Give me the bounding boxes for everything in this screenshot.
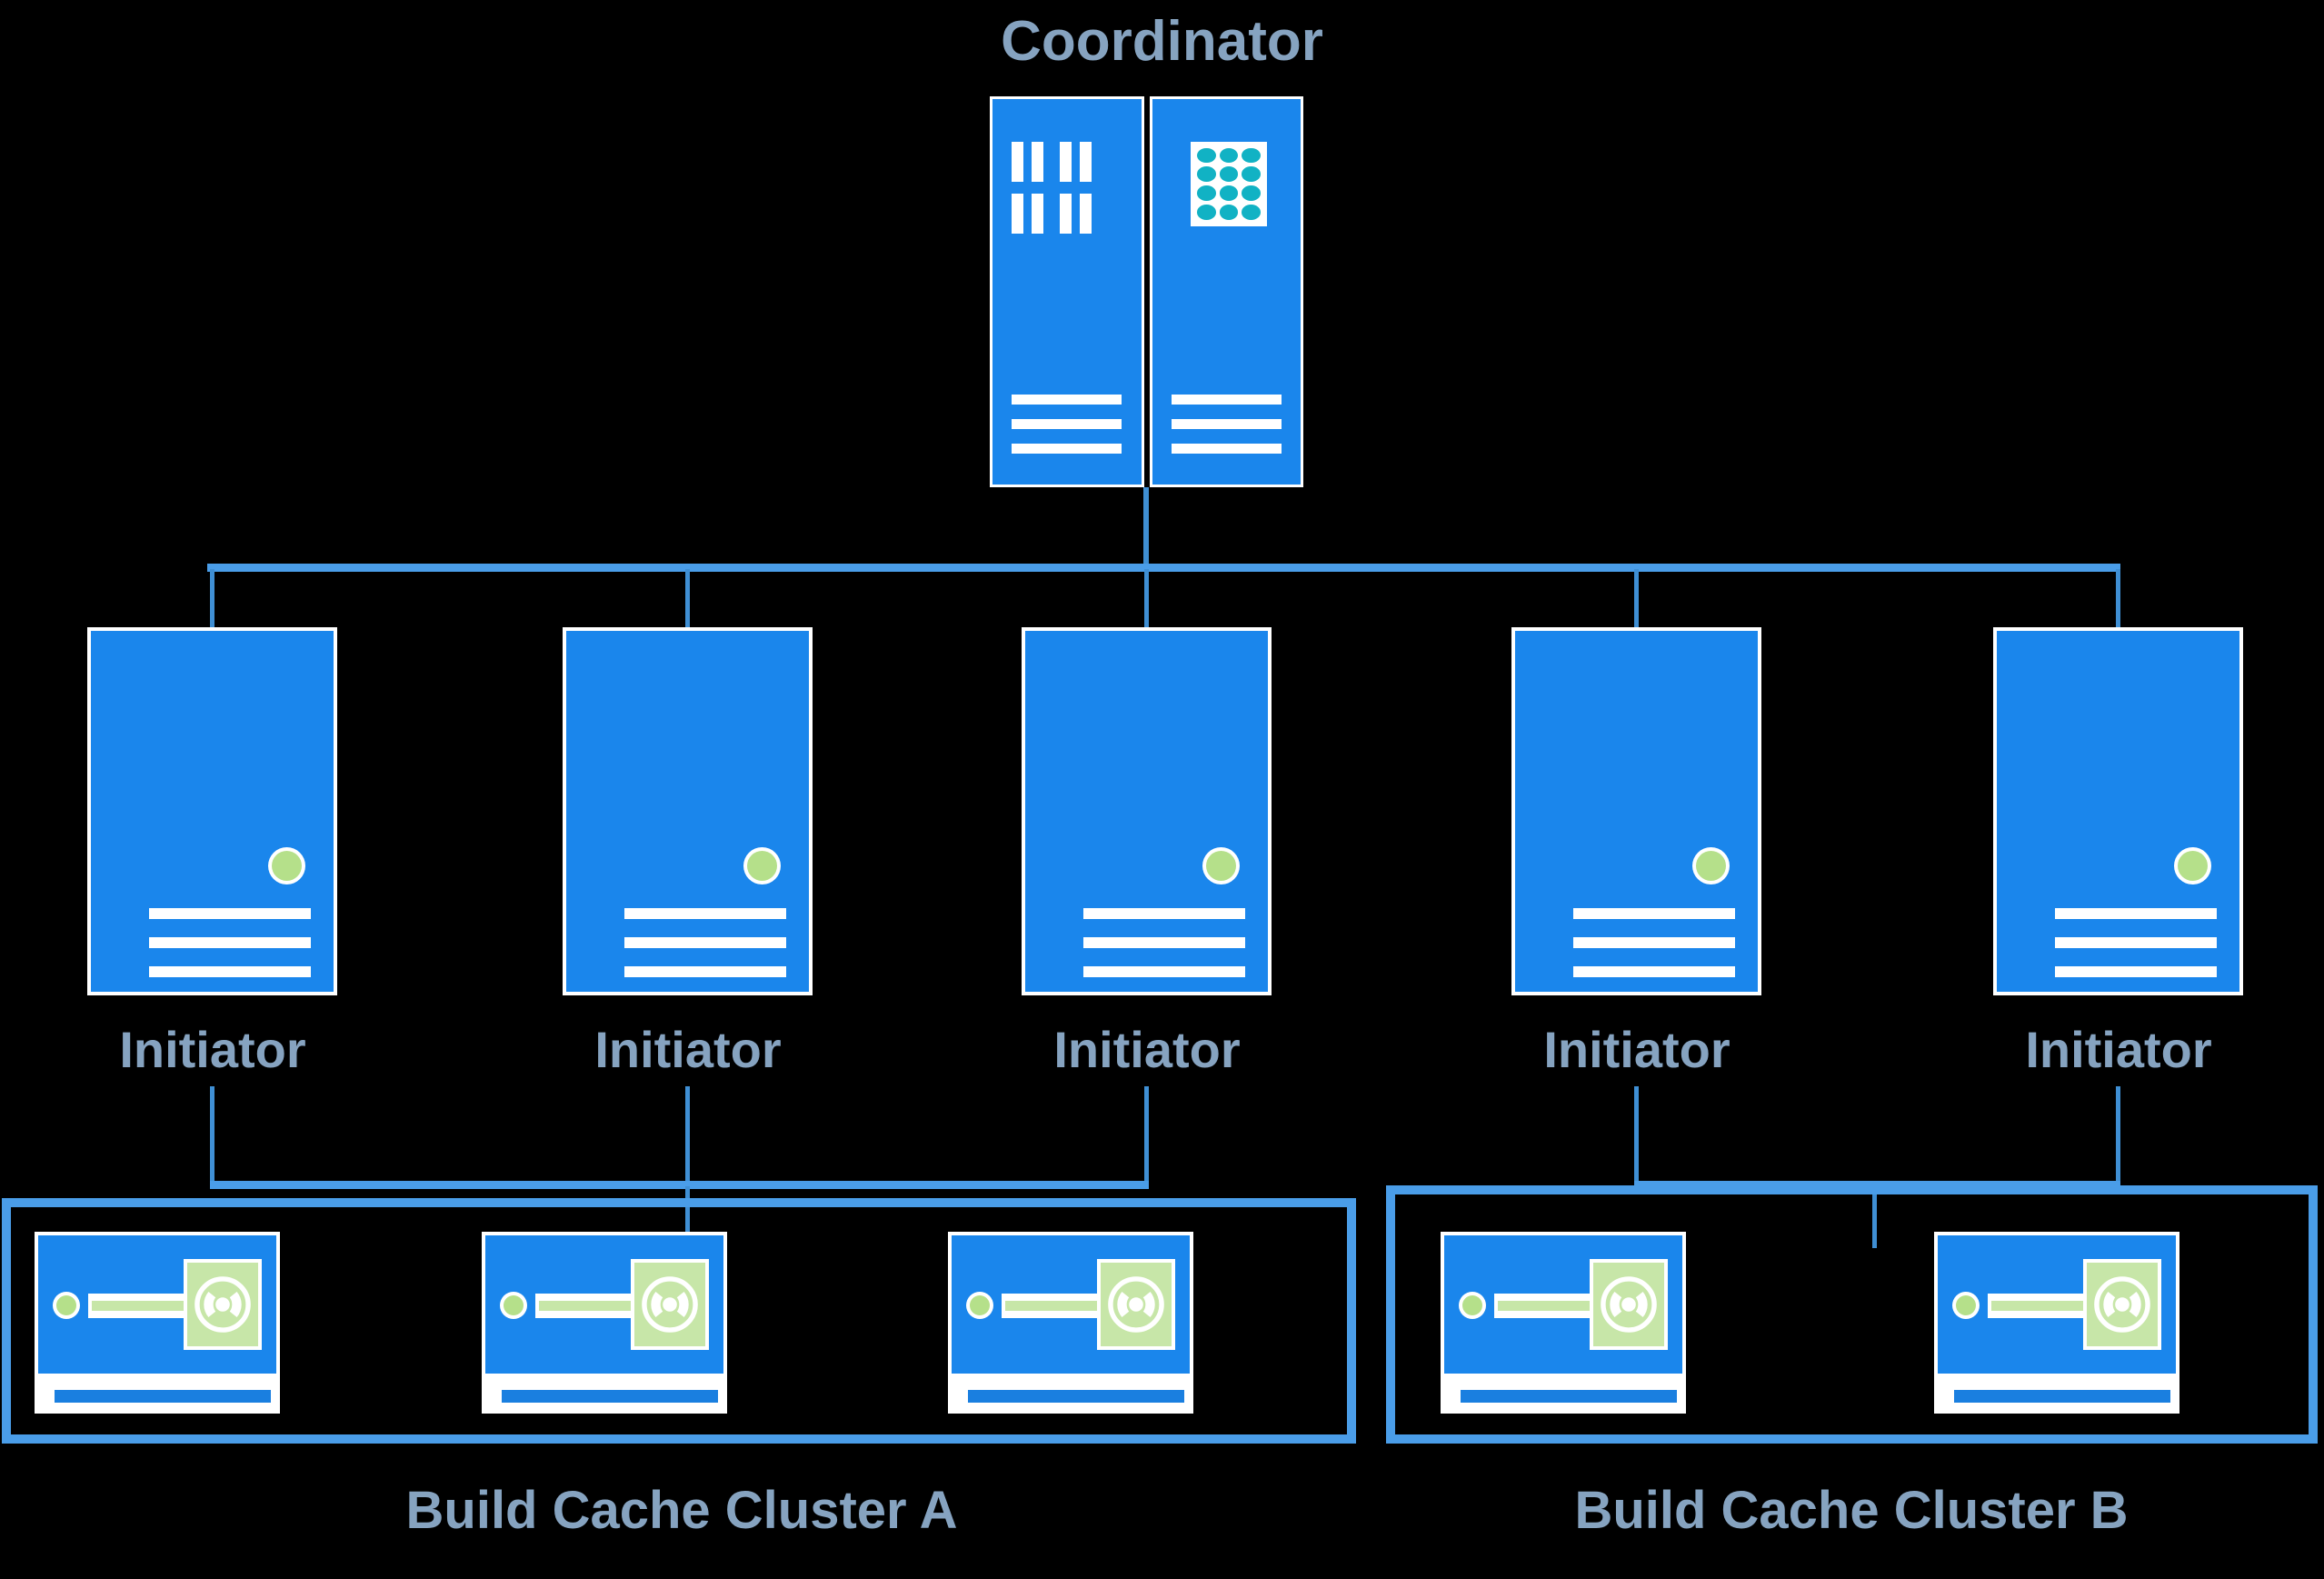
cache-base [948, 1377, 1193, 1414]
cache-device-b1 [1441, 1232, 1686, 1414]
status-dot-icon [2178, 851, 2208, 881]
coordinator-title: Coordinator [1001, 10, 1323, 73]
cache-bar-icon [88, 1294, 188, 1318]
disk-platter-icon [184, 1259, 262, 1350]
initiator-node-1 [87, 627, 337, 995]
build-cache-cluster-b-box [1386, 1185, 2318, 1444]
disk-platter-icon [1097, 1259, 1175, 1350]
cache-chassis [1441, 1232, 1686, 1377]
wire-drop-initiator-3 [1144, 569, 1149, 631]
disk-platter-icon [2083, 1259, 2161, 1350]
cache-device-b2 [1934, 1232, 2179, 1414]
cache-bar-icon [535, 1294, 635, 1318]
cache-bar-icon [1002, 1294, 1102, 1318]
wire-initiator-bus [207, 564, 2120, 572]
coordinator-left-panel [990, 96, 1144, 487]
disk-platter-icon [1590, 1259, 1668, 1350]
initiator-node-2 [563, 627, 813, 995]
cache-chassis [1934, 1232, 2179, 1377]
initiator-label-4: Initiator [1543, 1021, 1731, 1078]
cpu-bars-icon [1012, 141, 1092, 234]
wire-cluster-b-drop [1872, 1186, 1877, 1248]
status-dot-icon [970, 1295, 990, 1315]
server-lines-icon [1083, 908, 1245, 977]
wire-uplink-initiator-3 [1144, 1086, 1149, 1184]
cluster-a-label: Build Cache Cluster A [405, 1481, 958, 1540]
cache-base [1441, 1377, 1686, 1414]
initiator-node-4 [1511, 627, 1761, 995]
initiator-node-5 [1993, 627, 2243, 995]
disk-platter-icon [631, 1259, 709, 1350]
wire-uplink-initiator-1 [210, 1086, 214, 1184]
server-lines-icon [1171, 395, 1282, 455]
wire-drop-initiator-1 [210, 569, 214, 631]
cache-base [35, 1377, 280, 1414]
wire-uplink-initiator-2 [685, 1086, 690, 1184]
cache-bar-icon [1988, 1294, 2088, 1318]
wire-drop-initiator-5 [2116, 569, 2120, 631]
server-lines-icon [2055, 908, 2217, 977]
wire-uplink-initiator-4 [1634, 1086, 1639, 1184]
server-lines-icon [624, 908, 786, 977]
cache-device-a3 [948, 1232, 1193, 1414]
server-lines-icon [1573, 908, 1735, 977]
cache-chassis [482, 1232, 727, 1377]
cache-chassis [35, 1232, 280, 1377]
status-dot-icon [1206, 851, 1236, 881]
status-dot-icon [272, 851, 302, 881]
initiator-label-1: Initiator [119, 1021, 306, 1078]
cache-base [482, 1377, 727, 1414]
status-dot-icon [1696, 851, 1726, 881]
initiator-label-5: Initiator [2025, 1021, 2212, 1078]
cluster-b-label: Build Cache Cluster B [1574, 1481, 2129, 1540]
cache-bar-icon [1494, 1294, 1594, 1318]
initiator-label-3: Initiator [1053, 1021, 1241, 1078]
wire-drop-initiator-4 [1634, 569, 1639, 631]
build-cache-cluster-a-box [2, 1198, 1356, 1444]
memory-grid-icon [1191, 141, 1267, 226]
server-lines-icon [1012, 395, 1122, 455]
wire-uplink-initiator-5 [2116, 1086, 2120, 1184]
server-lines-icon [149, 908, 311, 977]
cache-base [1934, 1377, 2179, 1414]
status-dot-icon [1462, 1295, 1482, 1315]
coordinator-server-icon [990, 96, 1303, 487]
coordinator-right-panel [1149, 96, 1303, 487]
cache-device-a1 [35, 1232, 280, 1414]
wire-cluster-a-bus [210, 1181, 1149, 1189]
cache-chassis [948, 1232, 1193, 1377]
initiator-label-2: Initiator [594, 1021, 782, 1078]
wire-drop-initiator-2 [685, 569, 690, 631]
wire-coordinator-drop [1143, 487, 1149, 564]
status-dot-icon [504, 1295, 524, 1315]
initiator-node-3 [1022, 627, 1272, 995]
status-dot-icon [1956, 1295, 1976, 1315]
status-dot-icon [747, 851, 777, 881]
wire-cluster-b-bus [1634, 1181, 2120, 1189]
cache-device-a2 [482, 1232, 727, 1414]
status-dot-icon [56, 1295, 76, 1315]
wire-cluster-a-drop [685, 1186, 690, 1248]
